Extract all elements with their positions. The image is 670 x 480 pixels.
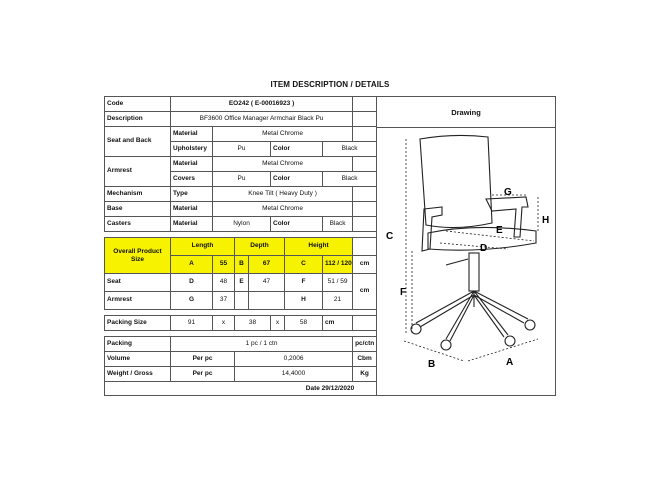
chair-drawing: C F G H E D B A	[386, 134, 549, 370]
code-value: EO242 ( E-00016923 )	[169, 96, 354, 112]
armrest-material: Metal Chrome	[211, 156, 354, 172]
row-code: Code EO242 ( E-00016923 )	[104, 96, 378, 112]
packing-width: 38	[234, 315, 271, 331]
dim-g-value: 37	[212, 291, 235, 310]
packing-height: 58	[284, 315, 323, 331]
row-volume: Volume Per pc 0,2006 Cbm	[104, 351, 378, 367]
dim-b-value: 67	[248, 255, 285, 274]
spec-table: Code EO242 ( E-00016923 ) Description BF…	[104, 96, 378, 382]
label-a: A	[506, 357, 513, 368]
seat-back-upholstery: Pu	[212, 141, 271, 157]
dimension-lines	[403, 139, 539, 362]
seat-back-material: Metal Chrome	[211, 126, 354, 142]
row-packing-size: Packing Size 91 x 38 x 58 cm	[104, 315, 378, 331]
sheet-title: ITEM DESCRIPTION / DETAILS	[270, 80, 390, 89]
chair-outline	[410, 134, 537, 351]
seat-back-color: Black	[321, 141, 378, 157]
label-f: F	[400, 287, 406, 298]
dim-c-value: 112 / 120	[321, 255, 354, 274]
dim-d-value: 48	[212, 273, 235, 292]
armrest-label: Armrest	[104, 156, 171, 187]
row-packing: Packing 1 pc / 1 ctn pc/ctn	[104, 336, 378, 352]
label-g: G	[504, 187, 512, 198]
row-mechanism: Mechanism Type Knee Tilt ( Heavy Duty )	[104, 186, 378, 202]
armrest-covers: Pu	[212, 171, 271, 187]
base-material: Metal Chrome	[211, 201, 354, 217]
row-seat-dims: Seat D 48 E 47 F 51 / 59 cm	[104, 273, 378, 310]
label-e: E	[496, 225, 503, 236]
volume-value: 0,2006	[233, 351, 354, 367]
row-overall-values: A 55 B 67 C 112 / 120 cm	[105, 255, 378, 274]
mechanism-type: Knee Tilt ( Heavy Duty )	[211, 186, 354, 202]
dim-e-value: 47	[248, 273, 285, 292]
packing-length: 91	[170, 315, 213, 331]
row-base: Base Material Metal Chrome	[104, 201, 378, 217]
dim-a-value: 55	[212, 255, 235, 274]
packing-value: 1 pc / 1 ctn	[169, 336, 354, 352]
label-c: C	[386, 231, 393, 242]
row-seat-material: Seat and Back Material Metal Chrome	[104, 126, 378, 157]
drawing-header: Drawing	[377, 97, 555, 128]
drawing-panel: Drawing	[376, 96, 556, 396]
code-label: Code	[104, 96, 171, 112]
row-description: Description BF3600 Office Manager Armcha…	[104, 111, 378, 127]
casters-color: Black	[321, 216, 354, 232]
armrest-color: Black	[321, 171, 378, 187]
label-d: D	[480, 243, 487, 254]
overall-size-label: Overall Product Size	[104, 237, 171, 274]
seat-back-label: Seat and Back	[104, 126, 171, 157]
casters-material: Nylon	[212, 216, 271, 232]
row-overall-header: Overall Product Size Length Depth Height	[104, 237, 378, 274]
label-b: B	[428, 359, 435, 370]
row-seat-upholstery: Upholstery Pu Color Black	[105, 141, 378, 157]
description-value: BF3600 Office Manager Armchair Black Pu	[169, 111, 354, 127]
row-armrest-dims: Armrest G 37 H 21	[104, 291, 377, 310]
row-weight: Weight / Gross Per pc 14,4000 Kg	[104, 366, 378, 382]
row-armrest-material: Armrest Material Metal Chrome	[104, 156, 378, 187]
description-label: Description	[104, 111, 171, 127]
weight-value: 14,4000	[233, 366, 354, 382]
row-casters: Casters Material Nylon Color Black	[104, 216, 378, 232]
dim-h-value: 21	[321, 291, 354, 310]
label-h: H	[542, 215, 549, 226]
dim-f-value: 51 / 59	[321, 273, 354, 292]
